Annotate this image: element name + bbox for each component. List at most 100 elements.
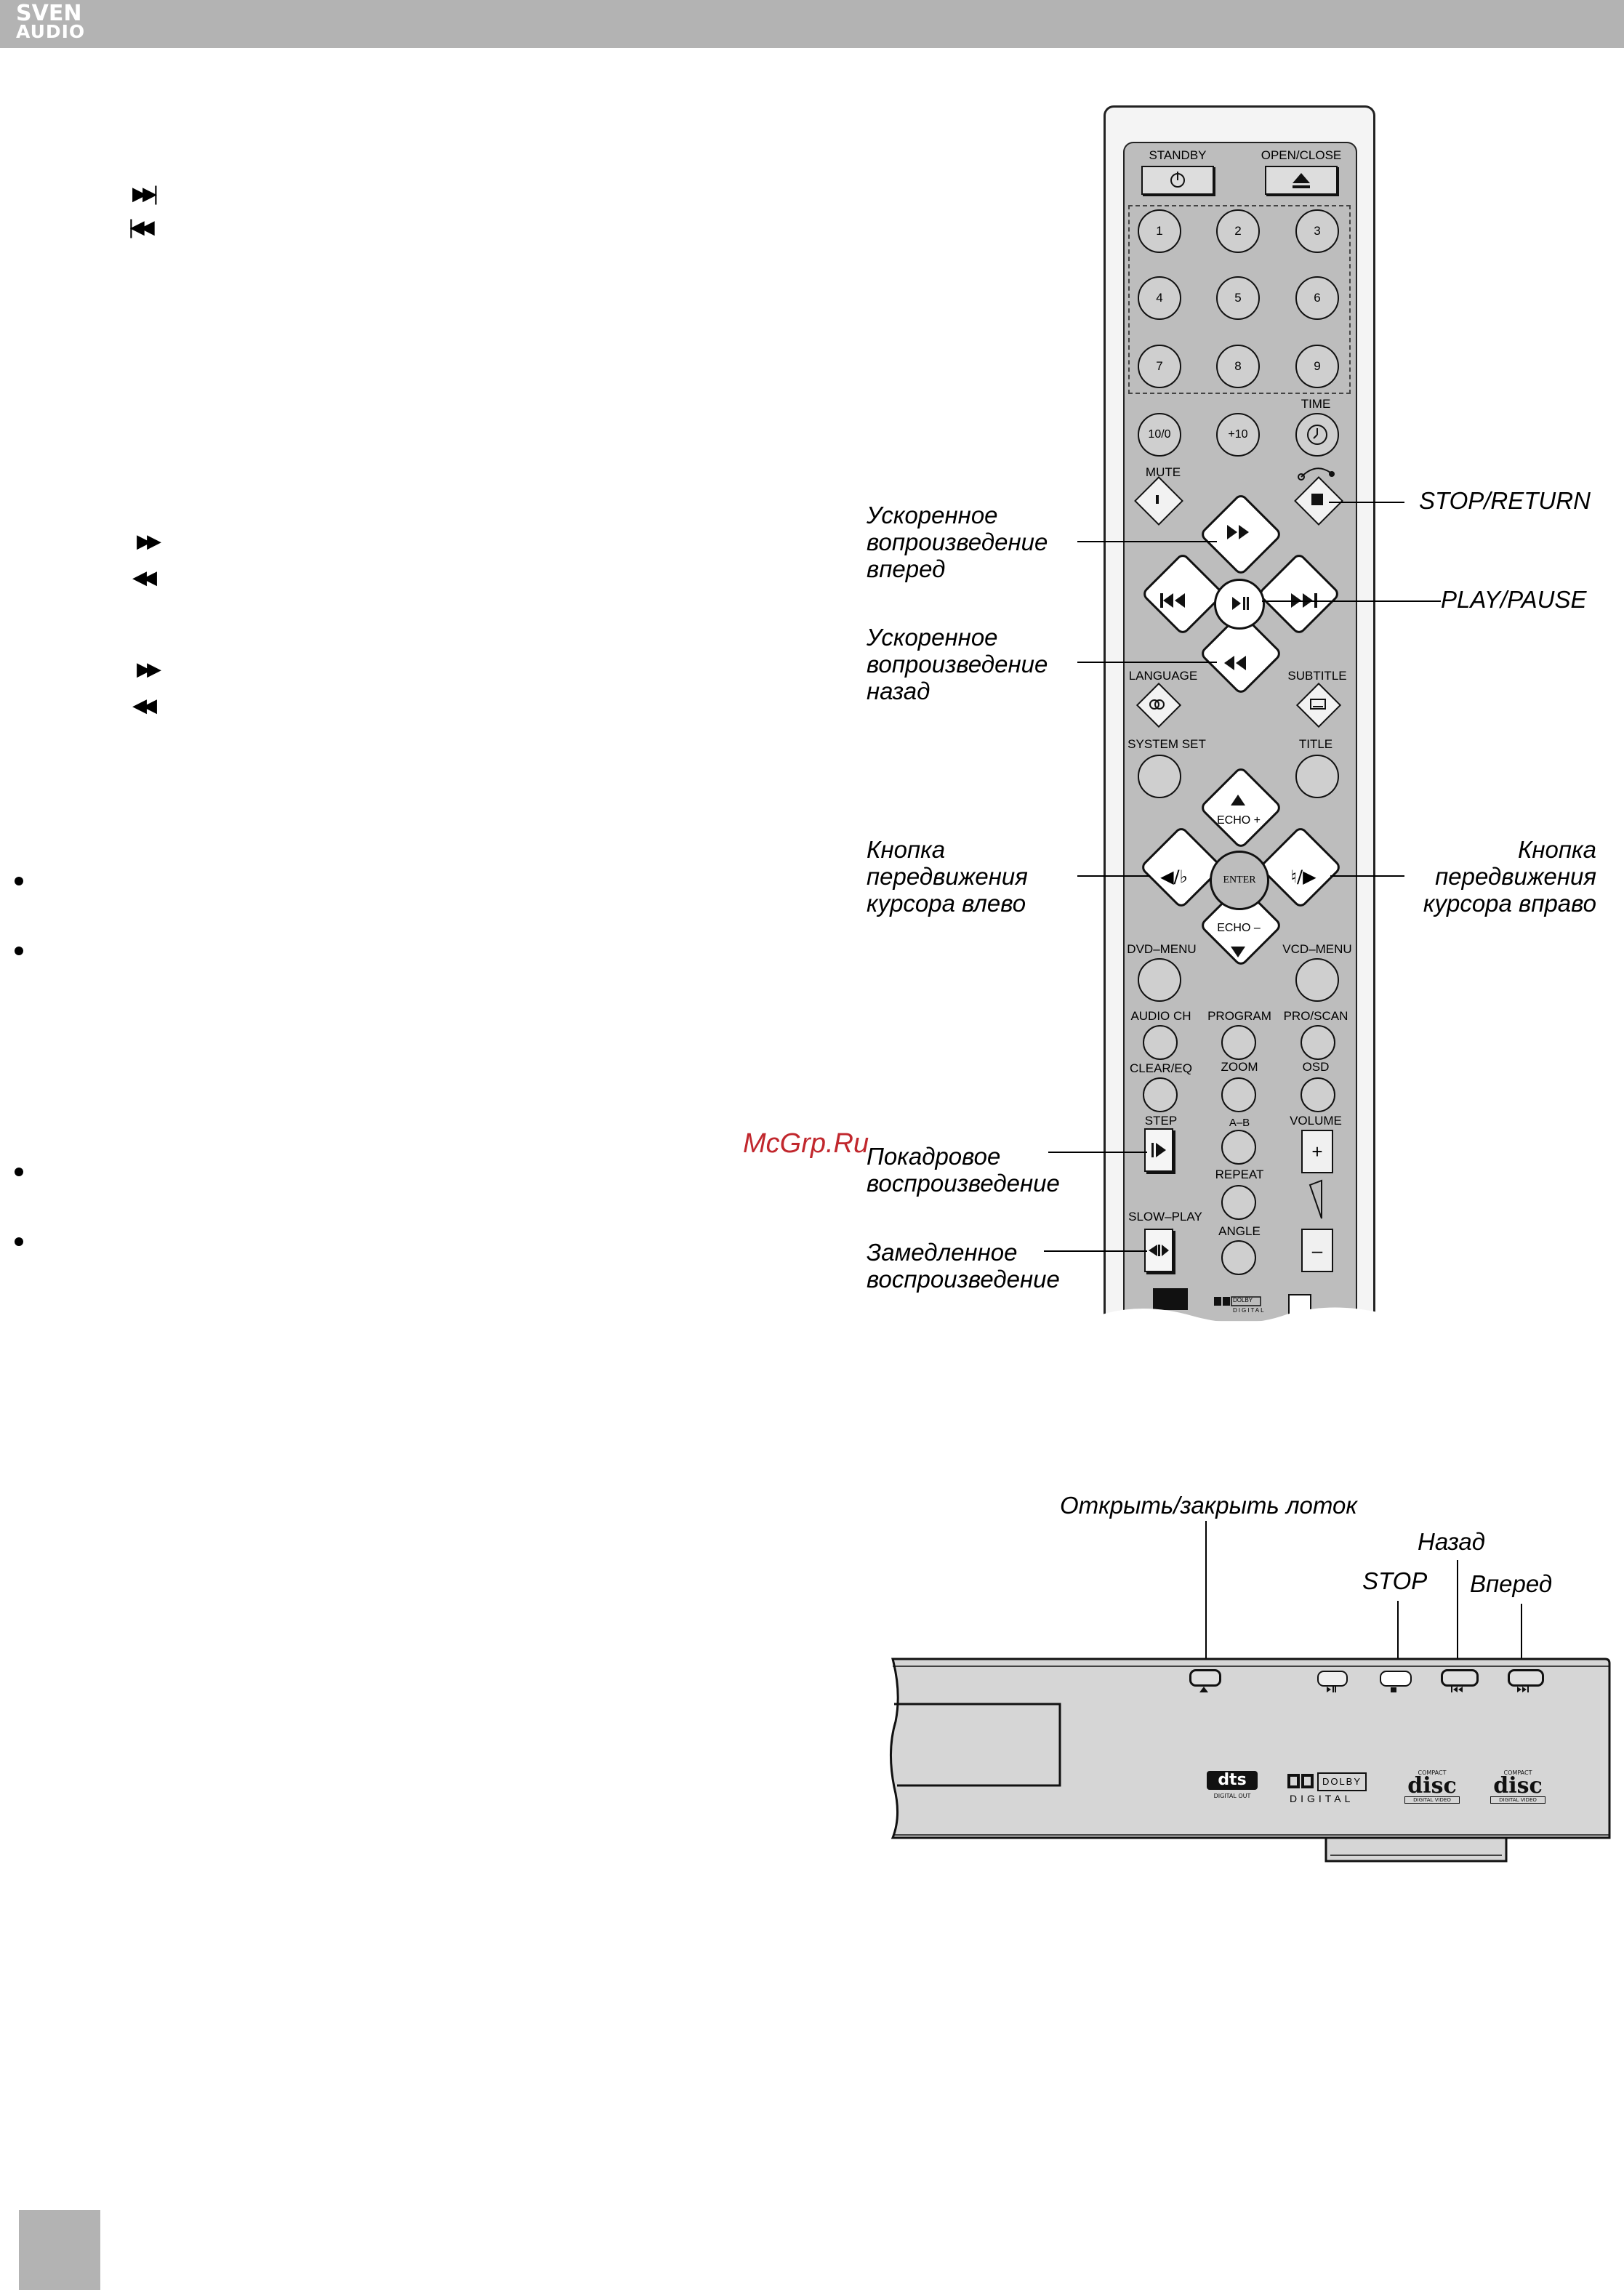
play-pause-callout: PLAY/PAUSE (1441, 586, 1587, 613)
osd-button[interactable] (1301, 1077, 1335, 1112)
play-pause-icon (1232, 597, 1249, 610)
sven-audio-logo: SVEN AUDIO (16, 3, 110, 45)
prev-track-icon: |◀◀ (128, 217, 155, 238)
a-b-button[interactable] (1221, 1130, 1256, 1165)
forward-front-button[interactable] (1508, 1669, 1544, 1687)
digit-10-0-button[interactable]: 10/0 (1138, 413, 1181, 457)
subtitle-icon (1310, 699, 1326, 710)
digit-3-button[interactable]: 3 (1295, 209, 1339, 253)
program-button[interactable] (1221, 1025, 1256, 1060)
bullet (15, 1237, 23, 1246)
stop-front-button[interactable] (1380, 1671, 1412, 1687)
time-button[interactable] (1295, 413, 1339, 457)
digit-8-button[interactable]: 8 (1216, 345, 1260, 388)
angle-button[interactable] (1221, 1240, 1256, 1275)
vcd-menu-button[interactable] (1295, 958, 1339, 1002)
stop-icon (1311, 494, 1323, 505)
compact-disc-logo: COMPACT disc DIGITAL VIDEO (1404, 1769, 1460, 1806)
next-icon (1517, 1687, 1529, 1692)
dolby-icon (1214, 1296, 1261, 1306)
page-number-box (19, 2210, 100, 2290)
digit-1-button[interactable]: 1 (1138, 209, 1181, 253)
title-label: TITLE (1298, 737, 1333, 751)
bullet (15, 947, 23, 955)
dts-logo (1153, 1288, 1188, 1310)
play-pause-front-button[interactable] (1317, 1671, 1348, 1687)
leader-line (1329, 502, 1404, 503)
leader-line (1457, 1560, 1458, 1669)
leader-line (1077, 541, 1217, 542)
dolby-double-d-icon (1287, 1774, 1314, 1788)
disc-text: disc (1407, 1773, 1457, 1799)
title-button[interactable] (1295, 755, 1339, 798)
leader-line (1205, 1521, 1207, 1669)
play-pause-button[interactable] (1214, 579, 1265, 630)
watermark: McGrp.Ru (743, 1128, 869, 1159)
return-arrow-icon (1298, 467, 1335, 481)
power-icon (1170, 172, 1185, 188)
clear-eq-label: CLEAR/EQ (1130, 1061, 1192, 1075)
volume-ramp-icon (1309, 1179, 1322, 1219)
language-icon (1149, 699, 1165, 710)
digital-out-text: DIGITAL OUT (1213, 1793, 1251, 1799)
repeat-button[interactable] (1221, 1185, 1256, 1220)
pro-scan-button[interactable] (1301, 1025, 1335, 1060)
enter-button[interactable]: ENTER (1210, 851, 1269, 910)
fast-forward-callout: Ускоренное вопроизведение вперед (867, 502, 1048, 582)
step-button[interactable] (1144, 1128, 1173, 1172)
audio-ch-label: AUDIO CH (1130, 1009, 1191, 1023)
disc-text: disc (1493, 1773, 1543, 1799)
previous-icon (1160, 593, 1185, 608)
digital-video-text: DIGITAL VIDEO (1404, 1796, 1460, 1804)
digit-7-button[interactable]: 7 (1138, 345, 1181, 388)
zoom-label: ZOOM (1221, 1060, 1258, 1074)
eject-icon (1293, 173, 1310, 188)
step-label: STEP (1144, 1114, 1178, 1128)
cursor-right-callout: Кнопка передвижения курсора вправо (1423, 836, 1596, 917)
mute-label: MUTE (1145, 465, 1181, 479)
fast-rewind-icon: ◀◀ (132, 567, 157, 589)
next-track-icon: ▶▶| (132, 183, 159, 205)
osd-label: OSD (1302, 1060, 1330, 1074)
compact-text: COMPACT (1418, 1769, 1447, 1776)
audio-ch-button[interactable] (1143, 1025, 1178, 1060)
repeat-label: REPEAT (1215, 1168, 1264, 1181)
slow-play-label: SLOW–PLAY (1128, 1210, 1202, 1224)
frame-play-callout: Покадровое воспроизведение (867, 1143, 1060, 1197)
digit-9-button[interactable]: 9 (1295, 345, 1339, 388)
back-front-button[interactable] (1441, 1669, 1479, 1687)
dts-digital-out-logo: dts DIGITAL OUT (1207, 1771, 1258, 1804)
system-set-button[interactable] (1138, 755, 1181, 798)
plus-10-button[interactable]: +10 (1216, 413, 1260, 457)
a-b-label: A–B (1229, 1117, 1250, 1129)
volume-down-button[interactable]: – (1301, 1229, 1333, 1272)
remote-cut-edge (1098, 1307, 1381, 1345)
back-label: Назад (1418, 1528, 1486, 1555)
right-arrow-natural-label: ♮/▶ (1290, 867, 1317, 887)
fast-rewind-callout: Ускоренное вопроизведение назад (867, 624, 1048, 704)
bullet (15, 1168, 23, 1176)
volume-up-button[interactable]: + (1301, 1130, 1333, 1173)
open-close-button[interactable] (1265, 166, 1338, 195)
time-label: TIME (1301, 397, 1331, 411)
logo-line2: AUDIO (16, 21, 86, 42)
digit-2-button[interactable]: 2 (1216, 209, 1260, 253)
digit-4-button[interactable]: 4 (1138, 276, 1181, 320)
slow-play-button[interactable] (1144, 1229, 1173, 1272)
leader-line (1397, 1601, 1399, 1669)
zoom-button[interactable] (1221, 1077, 1256, 1112)
open-close-tray-button[interactable] (1189, 1669, 1221, 1687)
language-label: LANGUAGE (1128, 669, 1198, 683)
digit-5-button[interactable]: 5 (1216, 276, 1260, 320)
digit-6-button[interactable]: 6 (1295, 276, 1339, 320)
dvd-menu-button[interactable] (1138, 958, 1181, 1002)
echo-plus-label: ECHO + (1216, 814, 1261, 827)
leader-line (1077, 662, 1217, 663)
clock-icon (1307, 425, 1327, 445)
stop-label: STOP (1362, 1567, 1428, 1594)
dolby-logo: DOLBY DIGITAL (1214, 1295, 1265, 1314)
leader-line (1330, 875, 1404, 877)
standby-button[interactable] (1141, 166, 1214, 195)
remote-control-panel (1123, 142, 1357, 1321)
clear-eq-button[interactable] (1143, 1077, 1178, 1112)
